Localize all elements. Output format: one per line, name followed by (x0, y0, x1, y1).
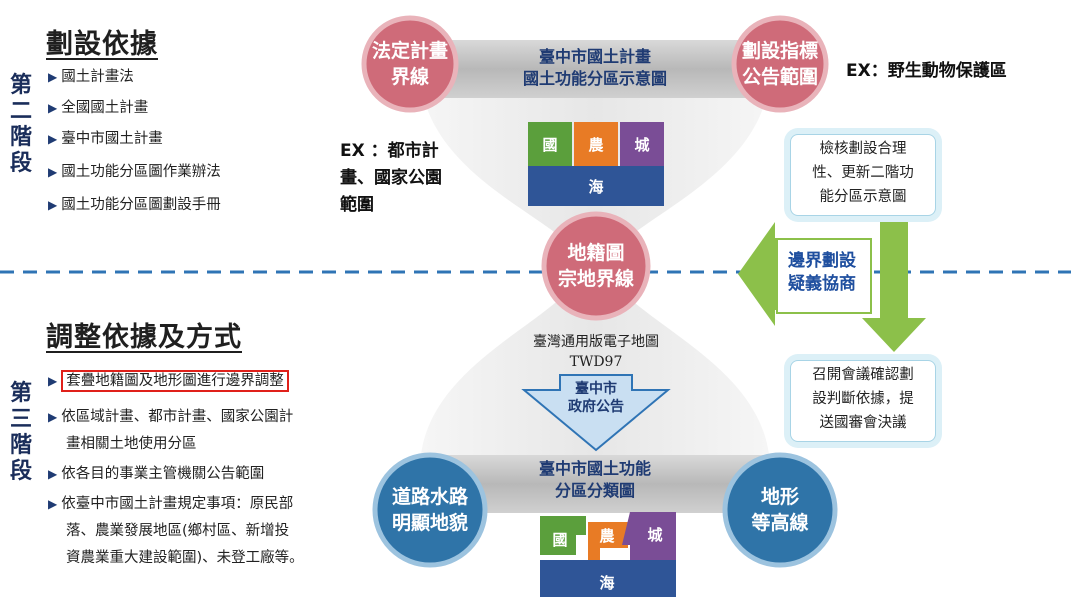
ex-note-wildlife: EX：野生動物保護區 (846, 61, 1007, 81)
bottom-zone-agri: 農 (599, 527, 614, 545)
top-zone-city: 城 (634, 136, 649, 154)
road-water-label: 道路水路明顯地貌 (391, 486, 468, 534)
meeting-box: 召開會議確認劃設判斷依據，提送國審會決議 (790, 360, 936, 442)
top-bar-title: 臺中市國土計畫國土功能分區示意圖 (522, 47, 667, 88)
list-item: ▶國土功能分區圖劃設手冊 (48, 197, 221, 213)
stage3-heading: 調整依據及方式 (46, 322, 242, 353)
map-source-text: 臺灣通用版電子地圖 TWD97 (533, 334, 659, 370)
negotiation-label: 邊界劃設疑義協商 (788, 251, 856, 294)
top-zone-map: 國 農 城 海 (528, 122, 664, 206)
stage3-char: 第 (9, 380, 32, 406)
green-down-arrow (862, 208, 926, 352)
circle-legal-line (361, 15, 459, 113)
announce-label: 臺中市政府公告 (568, 381, 624, 415)
stage2-char: 二 (9, 98, 32, 124)
list-item-continuation: 畫相關土地使用分區 (66, 436, 197, 452)
circle-road-water (372, 452, 488, 568)
legal-line-label: 法定計畫界線 (371, 40, 448, 88)
list-item: ▶依各目的事業主管機關公告範圍 (48, 466, 265, 482)
list-item: ▶全國國土計畫 (48, 100, 149, 116)
bottom-zone-country: 國 (552, 531, 567, 549)
review-box: 檢核劃設合理性、更新二階功能分區示意圖 (790, 134, 936, 216)
highlighted-item: 套疊地籍圖及地形圖進行邊界調整 (61, 370, 289, 392)
negotiation-label-box (776, 238, 872, 314)
stage3-label: 第 三 階 段 (8, 380, 34, 484)
stage2-char: 段 (9, 150, 32, 176)
bottom-zone-sea: 海 (599, 574, 614, 592)
top-zone-sea: 海 (588, 178, 603, 196)
stage2-char: 第 (9, 72, 32, 98)
list-item: ▶國土功能分區圖作業辦法 (48, 164, 221, 180)
bottom-bar-title: 臺中市國土功能分區分類圖 (538, 459, 651, 500)
list-item-continuation: 資農業重大建設範圍)、未登工廠等。 (66, 550, 304, 566)
bottom-bar (415, 455, 775, 513)
stage3-char: 三 (9, 406, 32, 432)
list-item: ▶依區域計畫、都市計畫、國家公園計 (48, 409, 294, 425)
stage2-char: 階 (9, 124, 32, 150)
announce-arrow (521, 374, 671, 452)
circle-cadastral (541, 211, 651, 321)
stage2-heading: 劃設依據 (46, 29, 158, 60)
top-bar (415, 40, 775, 98)
ex-note-urban: EX ：都市計 畫、國家公園 範圍 (340, 141, 442, 215)
circle-terrain (722, 452, 838, 568)
stage3-char: 階 (9, 432, 32, 458)
terrain-label: 地形等高線 (751, 486, 809, 534)
list-item: ▶臺中市國土計畫 (48, 131, 163, 147)
list-item-continuation: 落、農業發展地區(鄉村區、新增投 (66, 523, 290, 539)
bottom-zone-map: 國 農 城 海 (540, 512, 676, 597)
top-zone-country: 國 (542, 136, 557, 154)
circle-designated-scope (731, 15, 829, 113)
top-zone-agri: 農 (588, 136, 603, 154)
stage2-label: 第 二 階 段 (8, 72, 34, 176)
bottom-zone-city: 城 (647, 526, 662, 544)
list-item: ▶國土計畫法 (48, 69, 134, 85)
designated-scope-label: 劃設指標公告範圍 (741, 40, 818, 88)
cadastral-label: 地籍圖宗地界線 (557, 242, 634, 290)
list-item: ▶依臺中市國土計畫規定事項：原民部 (48, 496, 294, 512)
list-item: ▶套疊地籍圖及地形圖進行邊界調整 (48, 369, 289, 392)
stage3-char: 段 (9, 458, 32, 484)
